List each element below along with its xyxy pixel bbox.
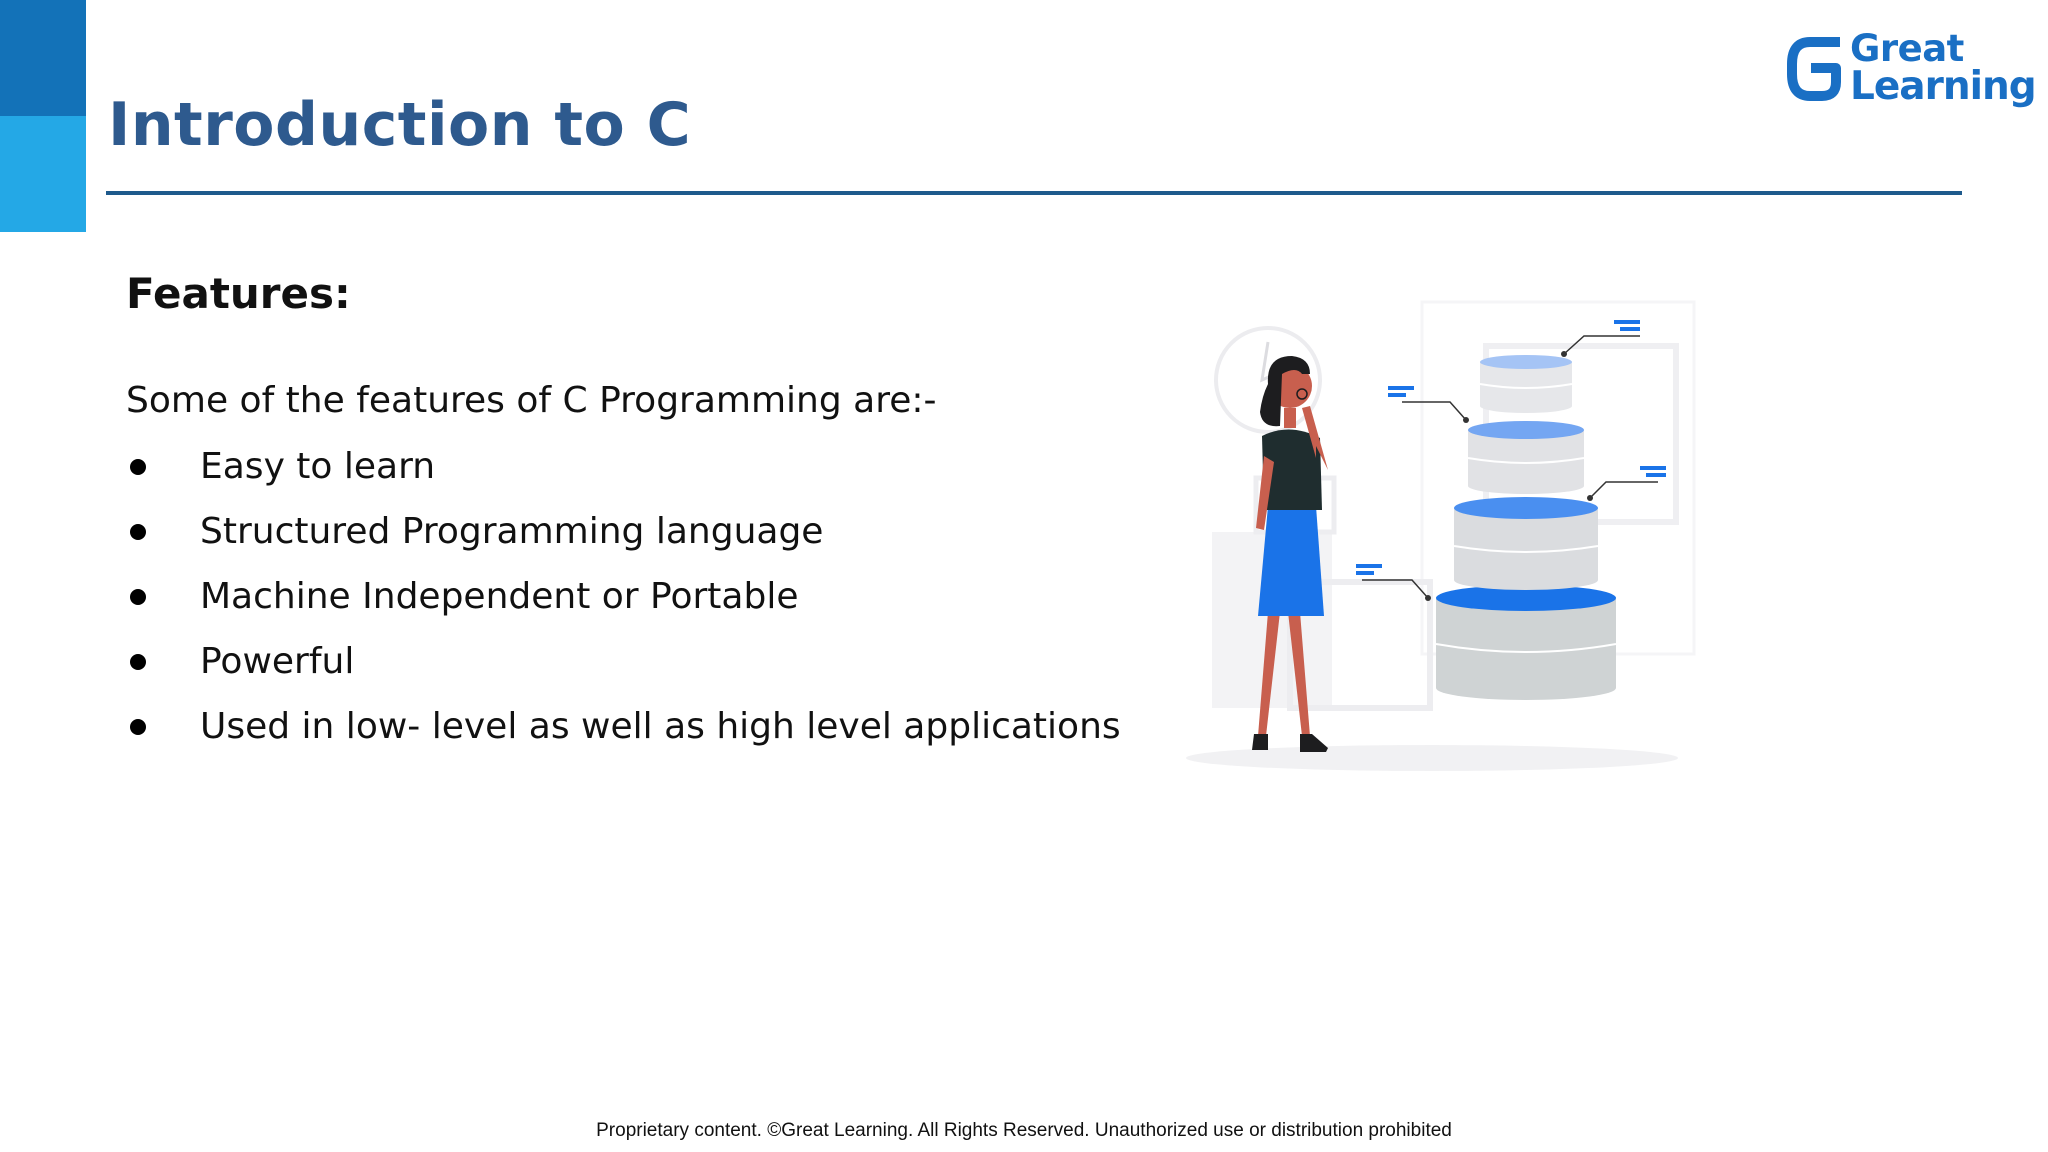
database-cylinder-2: [1467, 421, 1585, 494]
callout-dots: [1425, 351, 1593, 601]
great-learning-logo: Great Learning: [1786, 30, 2037, 114]
bullet-icon: [130, 524, 146, 540]
woman-figure: [1252, 356, 1328, 752]
database-cylinder-3: [1453, 497, 1599, 590]
database-cylinder-1: [1479, 355, 1573, 413]
feature-text: Used in low- level as well as high level…: [200, 706, 1121, 747]
callout-text-lines: [1356, 320, 1666, 575]
logo-line-learning: Learning: [1850, 64, 2037, 109]
feature-text: Structured Programming language: [200, 511, 824, 552]
background-desk: [1287, 579, 1433, 711]
bullet-icon: [130, 654, 146, 670]
feature-text: Powerful: [200, 641, 355, 682]
bullet-icon: [130, 589, 146, 605]
bullet-icon: [130, 459, 146, 475]
feature-text: Machine Independent or Portable: [200, 576, 799, 617]
logo-wordmark: Great Learning: [1850, 27, 2037, 109]
clock-icon: [1214, 326, 1322, 434]
woman-with-database-stack-illustration: [1186, 300, 1696, 771]
accent-bar-bottom: [0, 116, 86, 232]
features-heading: Features:: [126, 269, 351, 318]
great-learning-g-icon: [1787, 37, 1841, 101]
callout-label: [1362, 335, 1658, 599]
bullet-icon: [130, 719, 146, 735]
footer-copyright: Proprietary content. ©Great Learning. Al…: [596, 1120, 1452, 1141]
slide-title: Introduction to C: [108, 90, 692, 160]
feature-text: Easy to learn: [200, 446, 436, 487]
accent-bar-top: [0, 0, 86, 116]
features-intro: Some of the features of C Programming ar…: [126, 380, 937, 421]
title-divider: [106, 191, 1962, 195]
logo-line-great: Great: [1850, 27, 1964, 70]
database-cylinder-4: [1435, 585, 1617, 700]
